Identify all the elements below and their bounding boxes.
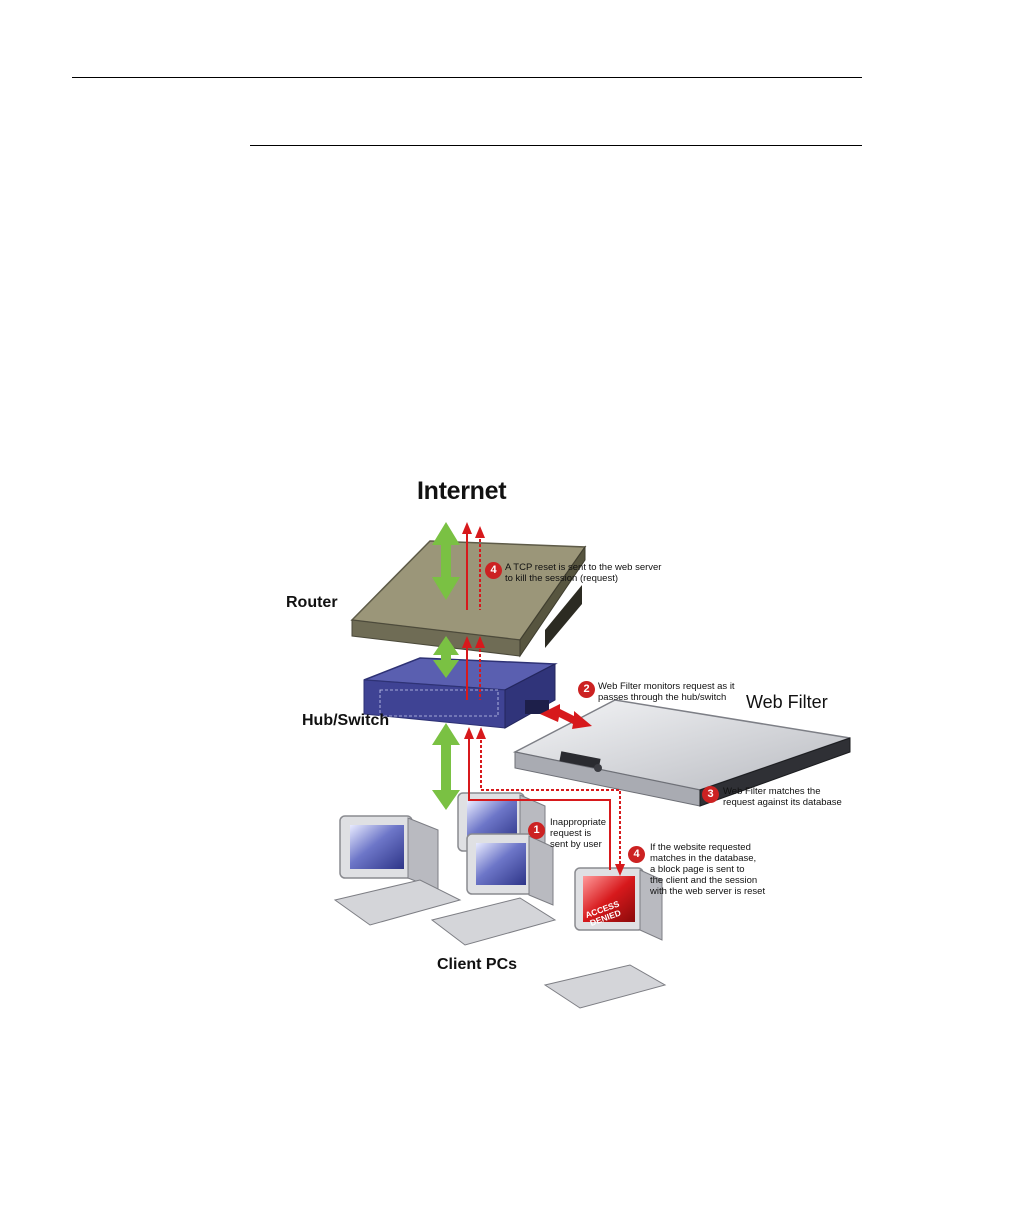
green-flow-arrows [432,522,460,810]
filter-link-arrow [540,704,592,729]
web-filter-label: Web Filter [746,692,828,712]
blocked-client-pc [543,867,667,1009]
top-rule [72,77,862,78]
section-rule [250,145,862,146]
client-pc-1 [333,815,462,926]
step-badge: 3 [702,786,719,803]
step-note-match: Web Filter matches the request against i… [723,786,842,808]
step-badge: 4 [628,846,645,863]
step-note-monitor: Web Filter monitors request as it passes… [598,681,735,703]
step-note-request: Inappropriate request is sent by user [550,817,606,850]
red-arrowheads [462,522,625,876]
step-note-tcp-reset: A TCP reset is sent to the web server to… [505,562,662,584]
web-filter-device [512,699,851,807]
router-device [350,540,587,658]
router-label: Router [286,594,338,611]
step-badge: 2 [578,681,595,698]
client-pcs-label: Client PCs [437,956,518,973]
red-request-arrows [466,530,621,870]
client-pc-3 [430,833,557,946]
internet-label: Internet [417,477,507,505]
step-note-block-page: If the website requested matches in the … [650,842,766,897]
hub-switch-label: Hub/Switch [302,712,390,729]
step-badge: 1 [528,822,545,839]
hub-switch-device [363,657,558,729]
step-badge: 4 [485,562,502,579]
